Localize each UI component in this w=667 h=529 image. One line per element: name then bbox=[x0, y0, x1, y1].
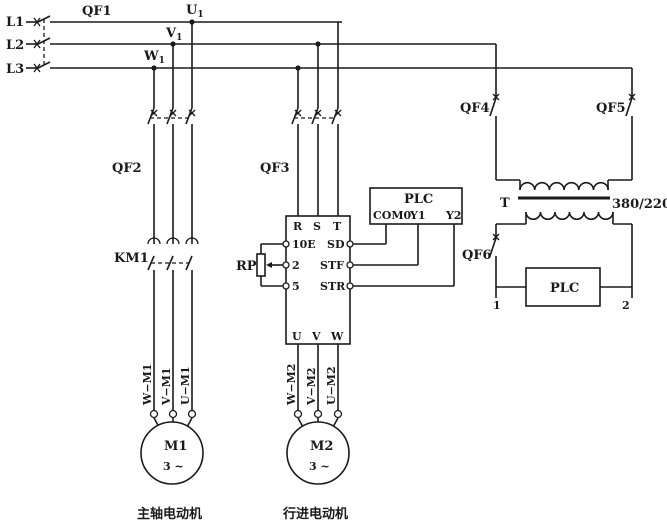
transformer-rating: 380/220V bbox=[612, 197, 667, 212]
m2-lead-w: W−M2 bbox=[285, 364, 298, 406]
label-km1: KM1 bbox=[114, 251, 149, 266]
label-phase-w: W1 bbox=[143, 49, 165, 66]
plc-top-box bbox=[353, 187, 463, 287]
vfd-input-s: S bbox=[313, 220, 321, 233]
labels: L1 L2 L3 QF1 U1 V1 W1 QF2 KM1 QF3 QF4 QF… bbox=[6, 3, 667, 522]
plc-right-box bbox=[525, 267, 601, 307]
label-qf6: QF6 bbox=[462, 248, 492, 263]
m1-branch bbox=[140, 19, 204, 485]
vfd-terminal-10e: 10E bbox=[292, 238, 316, 251]
vfd-output-u: U bbox=[292, 330, 302, 343]
m2-lead-u: U−M2 bbox=[325, 366, 338, 405]
label-qf1: QF1 bbox=[82, 4, 112, 19]
potentiometer-rp bbox=[256, 243, 283, 287]
m1-lead-u: U−M1 bbox=[179, 366, 192, 405]
label-qf3: QF3 bbox=[260, 161, 290, 176]
plc-terminal-com0: COM0 bbox=[373, 209, 412, 222]
vfd-terminal-str: STR bbox=[320, 280, 346, 293]
plc-right-num-1: 1 bbox=[493, 299, 501, 312]
m1-lead-w: W−M1 bbox=[141, 364, 154, 406]
label-qf4: QF4 bbox=[460, 101, 490, 116]
vfd-output-v: V bbox=[311, 330, 321, 343]
vfd-output-w: W bbox=[330, 330, 344, 343]
plc-right-num-2: 2 bbox=[622, 299, 630, 312]
label-qf2: QF2 bbox=[112, 161, 142, 176]
label-l2: L2 bbox=[6, 38, 24, 53]
motor-m1-phase: 3 ~ bbox=[163, 460, 184, 473]
plc-right-title: PLC bbox=[550, 281, 579, 296]
vfd-terminal-sd: SD bbox=[327, 238, 345, 251]
transformer-label: T bbox=[500, 196, 510, 211]
transformer-branch bbox=[489, 43, 636, 307]
label-l3: L3 bbox=[6, 62, 24, 77]
vfd-terminal-2: 2 bbox=[292, 259, 300, 272]
label-phase-v: V1 bbox=[165, 26, 182, 43]
label-rp: RP bbox=[236, 259, 257, 274]
m1-lead-v: V−M1 bbox=[160, 367, 173, 406]
vfd-box bbox=[285, 215, 351, 345]
label-phase-u: U1 bbox=[186, 3, 204, 20]
label-qf5: QF5 bbox=[596, 101, 626, 116]
motor-m2-name: M2 bbox=[310, 439, 333, 454]
motor-m1 bbox=[140, 421, 204, 485]
vfd-input-r: R bbox=[293, 220, 303, 233]
motor-m2 bbox=[286, 421, 350, 485]
plc-top-title: PLC bbox=[404, 192, 433, 207]
plc-terminal-y1: Y1 bbox=[409, 209, 426, 222]
vfd-input-t: T bbox=[333, 220, 342, 233]
caption-spindle-motor: 主轴电动机 bbox=[137, 506, 202, 522]
m2-branch bbox=[282, 22, 354, 485]
vfd-terminal-stf: STF bbox=[320, 259, 344, 272]
motor-m1-name: M1 bbox=[164, 439, 187, 454]
motor-m2-phase: 3 ~ bbox=[309, 460, 330, 473]
vfd-terminal-5: 5 bbox=[292, 280, 300, 293]
caption-travel-motor: 行进电动机 bbox=[282, 506, 348, 522]
supply-lines bbox=[26, 15, 632, 73]
label-l1: L1 bbox=[6, 15, 24, 30]
plc-terminal-y2: Y2 bbox=[445, 209, 462, 222]
m2-lead-v: V−M2 bbox=[305, 367, 318, 406]
